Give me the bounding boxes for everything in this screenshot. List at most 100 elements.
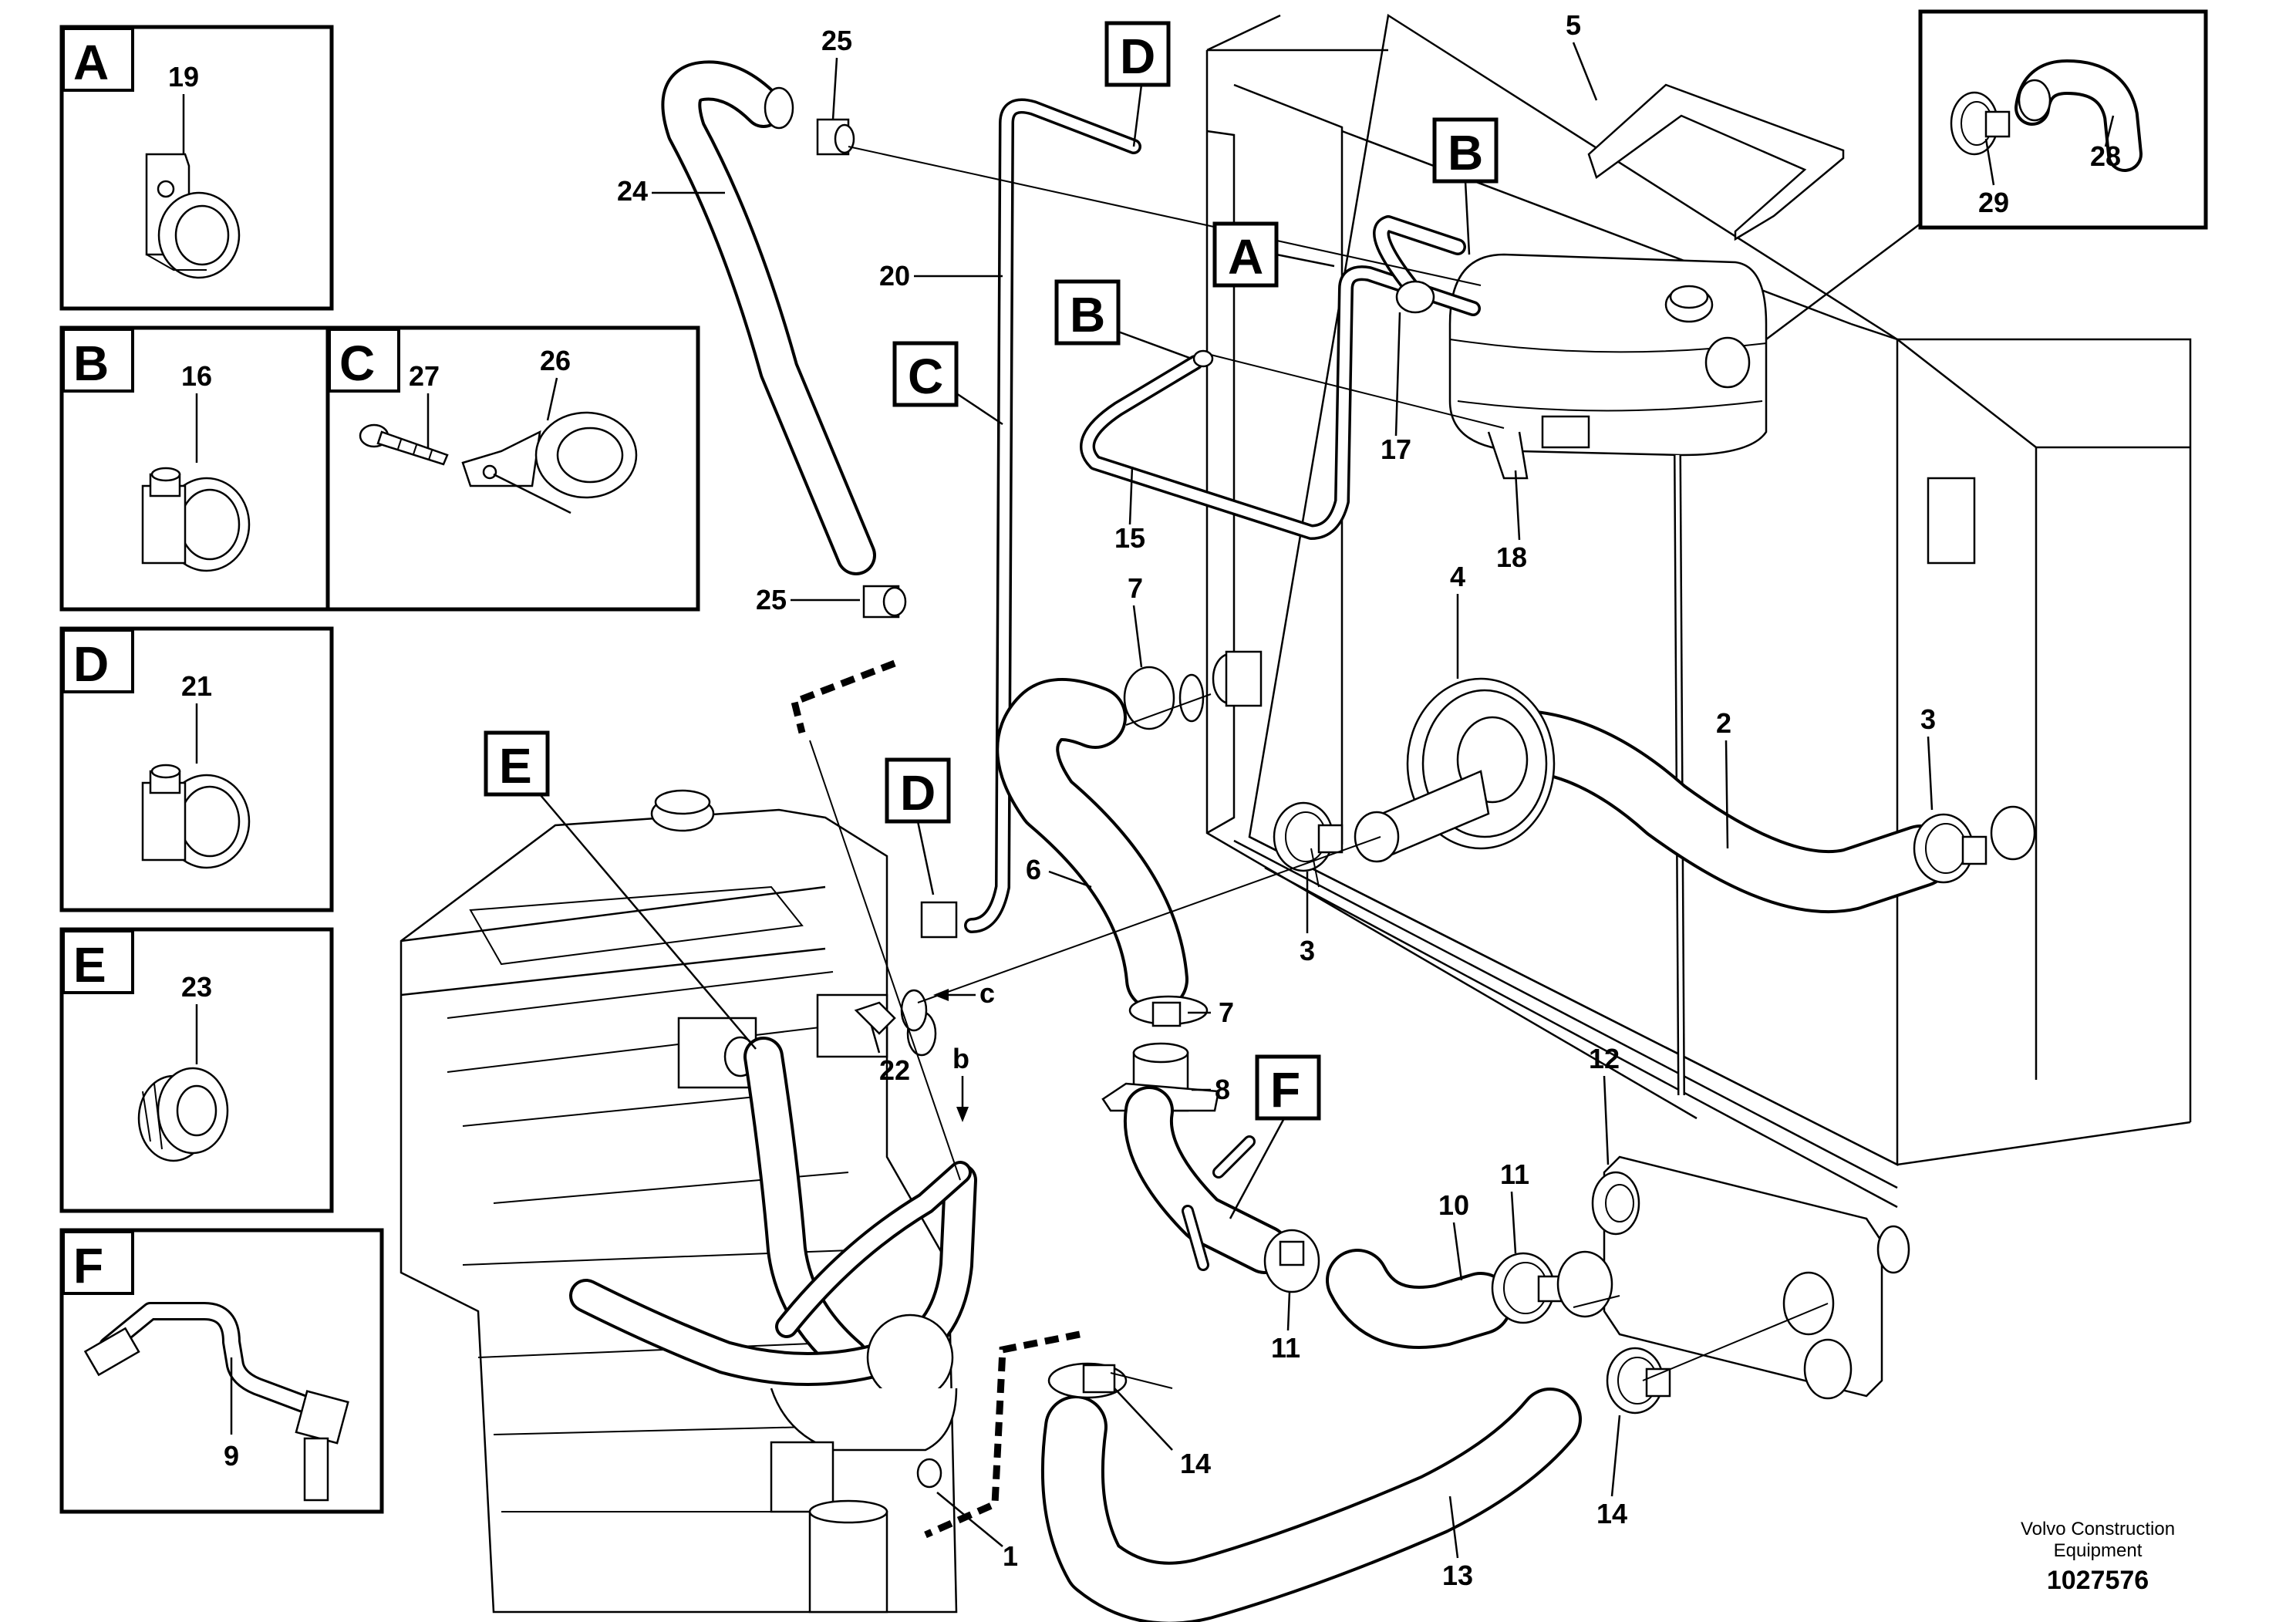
inset-d-part-number: 21 (181, 670, 212, 702)
clamp-14-left (1047, 1362, 1128, 1399)
hose-clamp-16-icon (141, 467, 251, 572)
svg-text:4: 4 (1450, 561, 1465, 592)
inset-c-part-number-27: 27 (409, 360, 440, 392)
oil-cooler-12 (1556, 1155, 1910, 1400)
footer: Volvo Construction Equipment 1027576 (2021, 1519, 2175, 1595)
inset-a: A 19 (59, 25, 334, 311)
svg-text:7: 7 (1128, 572, 1143, 604)
clamp-7-upper (1123, 650, 1263, 730)
expansion-tank (1448, 253, 1768, 480)
radiator-assembly (1205, 13, 2192, 1209)
svg-text:6: 6 (1026, 854, 1041, 885)
svg-text:A: A (1228, 229, 1263, 285)
part-callouts: 1 2 3 3 4 5 6 7 7 8 10 11 11 12 13 14 14 (617, 9, 1936, 1591)
callout-box-f-main: F (1229, 1054, 1321, 1219)
svg-text:8: 8 (1215, 1074, 1230, 1105)
svg-text:15: 15 (1114, 522, 1145, 554)
callout-box-b-main: B (1054, 279, 1192, 360)
svg-text:11: 11 (1500, 1158, 1529, 1190)
connection-label-b: b (952, 1043, 969, 1074)
svg-text:7: 7 (1219, 996, 1234, 1028)
engine-block (400, 789, 977, 1614)
svg-text:18: 18 (1496, 541, 1527, 573)
svg-text:12: 12 (1589, 1043, 1620, 1074)
svg-text:F: F (1270, 1062, 1300, 1118)
inset-c: C 27 26 (325, 325, 700, 612)
callout-box-d-main: D (885, 757, 951, 895)
inset-f: F 9 (59, 1228, 384, 1514)
connection-label-c: c (979, 977, 995, 1009)
clamp-11-right (1491, 1252, 1563, 1324)
svg-text:1: 1 (1003, 1540, 1018, 1572)
inset-d-letter: D (73, 636, 109, 692)
pipe-20 (964, 98, 1141, 933)
svg-text:11: 11 (1271, 1332, 1300, 1364)
thermostat-housing-8 (1101, 1042, 1290, 1274)
inset-c-letter: C (339, 336, 375, 391)
svg-text:10: 10 (1438, 1189, 1469, 1221)
inset-clamp-29-number: 29 (1978, 187, 2009, 218)
svg-text:2: 2 (1716, 707, 1731, 739)
inset-b-letter: B (73, 336, 109, 391)
bolt-27-icon (359, 423, 449, 466)
clamp-19-icon (145, 153, 241, 279)
callout-box-b-top: B (1432, 117, 1499, 255)
svg-text:22: 22 (879, 1054, 910, 1086)
clamp-7-lower (1128, 995, 1209, 1027)
p-clamp-26-icon (461, 411, 638, 514)
plug-23-icon (137, 1067, 229, 1162)
hose-13 (1040, 1388, 1582, 1622)
inset-f-letter: F (73, 1238, 103, 1293)
footer-drawing-number: 1027576 (2047, 1566, 2149, 1595)
inset-e: E 23 (59, 927, 334, 1213)
hose-clamp-21-icon (141, 764, 251, 869)
clamp-14-right (1606, 1347, 1671, 1415)
svg-text:B: B (1070, 287, 1105, 342)
svg-text:24: 24 (617, 175, 648, 207)
footer-company-line1: Volvo Construction (2021, 1519, 2175, 1539)
svg-text:5: 5 (1566, 9, 1581, 41)
inset-e-part-number: 23 (181, 971, 212, 1003)
callout-box-a-main: A (1212, 221, 1335, 288)
footer-company-line2: Equipment (2054, 1540, 2143, 1561)
pipe-15 (1080, 265, 1481, 540)
hose-6 (996, 678, 1188, 1011)
hose-24 (661, 60, 876, 575)
svg-text:13: 13 (1442, 1560, 1473, 1591)
svg-text:14: 14 (1596, 1498, 1627, 1529)
clamp-3-right (1913, 805, 2036, 884)
svg-text:20: 20 (879, 260, 910, 292)
svg-text:25: 25 (756, 584, 787, 615)
clamp-11-left (1263, 1229, 1320, 1293)
clamp-3-left (1273, 801, 1344, 872)
hose-10 (1326, 1249, 1512, 1349)
clamp-25-upper (816, 118, 855, 156)
inset-d: D 21 (59, 626, 334, 912)
temperature-sensor-9-icon (83, 1302, 349, 1502)
pipe-17 (1373, 215, 1466, 314)
svg-text:C: C (908, 349, 943, 404)
inset-hose-28-number: 28 (2090, 140, 2121, 172)
inset-b: B 16 (59, 325, 334, 612)
svg-text:17: 17 (1381, 433, 1411, 465)
inset-b-part-number: 16 (181, 360, 212, 392)
callout-box-c-main: C (892, 341, 1003, 426)
svg-text:3: 3 (1300, 935, 1315, 966)
svg-text:25: 25 (821, 25, 852, 56)
svg-text:B: B (1448, 125, 1483, 180)
clamp-25-lower (862, 585, 907, 619)
inset-c-part-number-26: 26 (540, 345, 571, 376)
inset-a-letter: A (73, 35, 109, 90)
callout-box-d-top: D (1104, 21, 1171, 147)
grommet-4 (1354, 677, 1556, 863)
inset-hose-28-clamp-29: 29 28 (1918, 9, 2208, 230)
svg-text:D: D (1120, 29, 1155, 84)
hose-2 (1480, 709, 1952, 914)
svg-text:3: 3 (1920, 703, 1936, 735)
inset-a-part-number: 19 (168, 61, 199, 93)
inset-f-part-number: 9 (224, 1440, 239, 1472)
inset-e-letter: E (73, 937, 106, 993)
callout-box-e-main: E (484, 730, 757, 1050)
svg-text:D: D (900, 765, 936, 821)
